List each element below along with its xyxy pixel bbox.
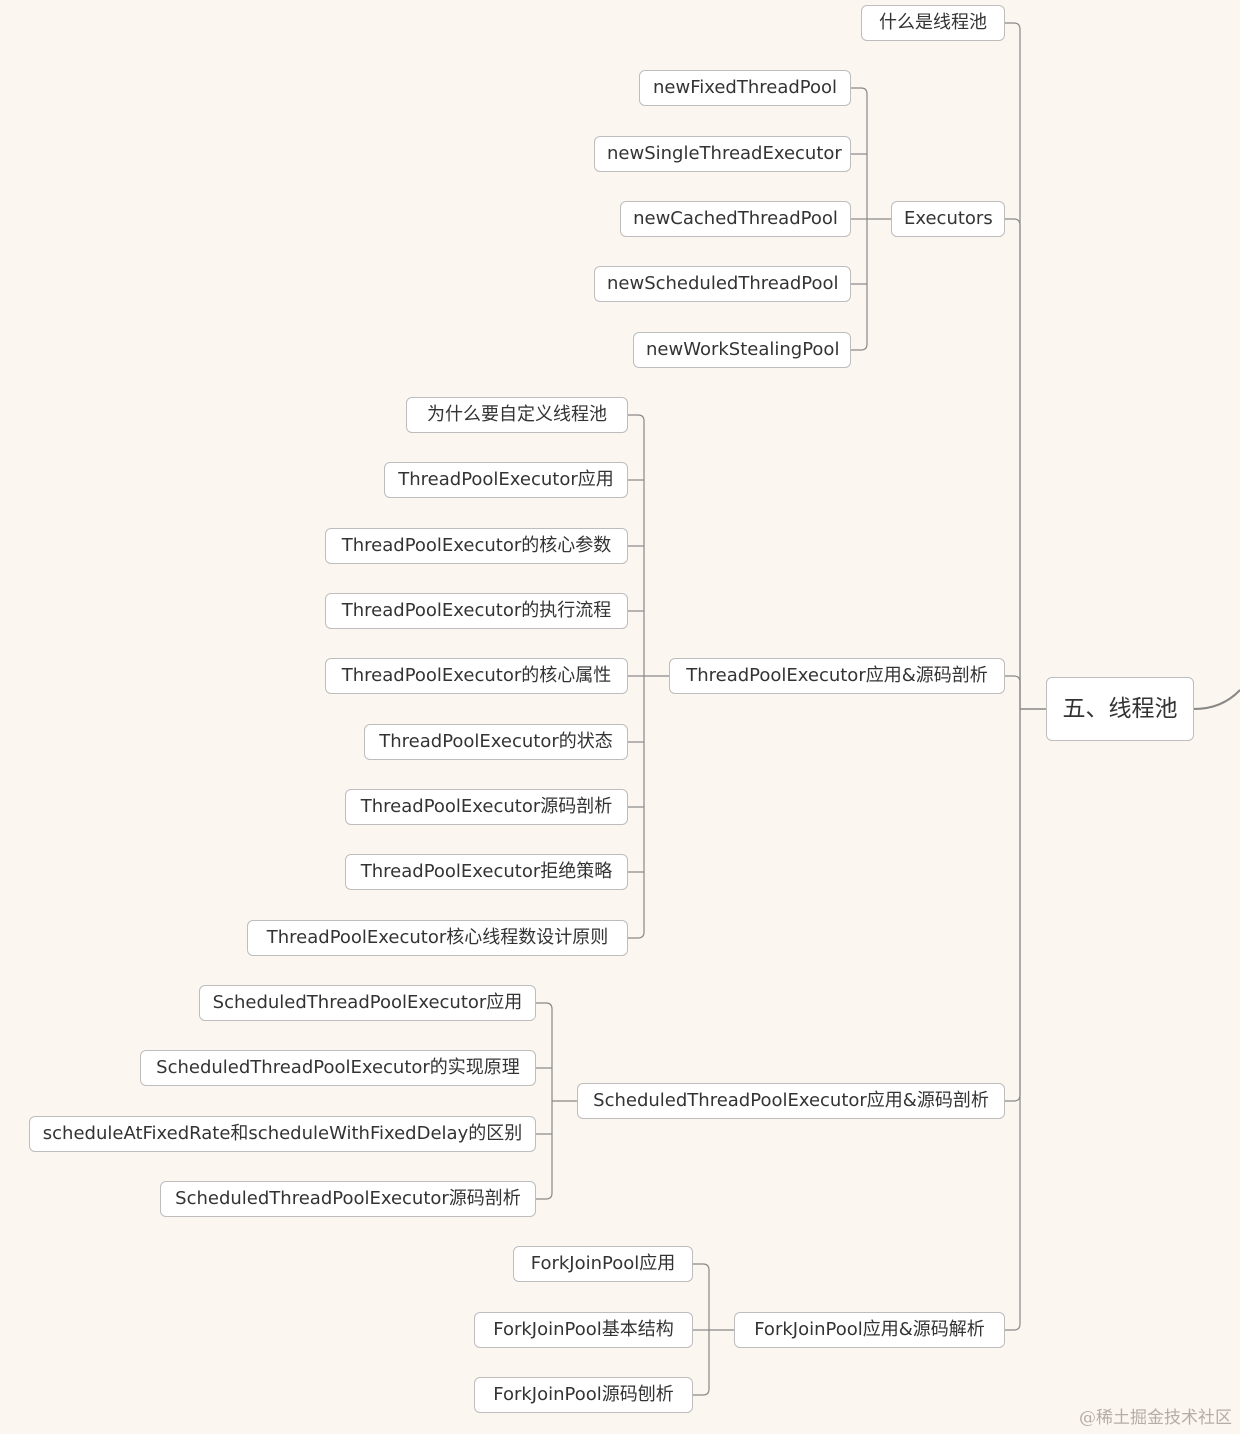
- leaf-fjp-basic-structure[interactable]: ForkJoinPool基本结构: [474, 1312, 693, 1348]
- root-node[interactable]: 五、线程池: [1046, 677, 1194, 741]
- leaf-new-fixed-thread-pool[interactable]: newFixedThreadPool: [639, 70, 851, 106]
- leaf-fjp-source-analysis[interactable]: ForkJoinPool源码刨析: [474, 1377, 693, 1413]
- branch-thread-pool-executor[interactable]: ThreadPoolExecutor应用&源码剖析: [669, 658, 1005, 694]
- tpe-child-0: [628, 414, 645, 676]
- leaf-fixed-rate-vs-fixed-delay[interactable]: scheduleAtFixedRate和scheduleWithFixedDel…: [29, 1116, 536, 1152]
- branch-what-is-thread-pool[interactable]: 什么是线程池: [861, 5, 1005, 41]
- tpe-child-8: [628, 676, 645, 939]
- leaf-fjp-usage[interactable]: ForkJoinPool应用: [513, 1246, 693, 1282]
- leaf-new-scheduled-thread-pool[interactable]: newScheduledThreadPool: [594, 266, 851, 302]
- leaf-stpe-usage[interactable]: ScheduledThreadPoolExecutor应用: [199, 985, 536, 1021]
- leaf-tpe-core-thread-design[interactable]: ThreadPoolExecutor核心线程数设计原则: [247, 920, 628, 956]
- branch-connector-0: [1005, 22, 1021, 709]
- leaf-tpe-core-params[interactable]: ThreadPoolExecutor的核心参数: [325, 528, 628, 564]
- executors-child-0: [851, 87, 868, 219]
- leaf-tpe-states[interactable]: ThreadPoolExecutor的状态: [364, 724, 628, 760]
- leaf-stpe-source-analysis[interactable]: ScheduledThreadPoolExecutor源码剖析: [160, 1181, 536, 1217]
- leaf-new-work-stealing-pool[interactable]: newWorkStealingPool: [633, 332, 851, 368]
- stpe-child-0: [536, 1002, 553, 1101]
- leaf-tpe-usage[interactable]: ThreadPoolExecutor应用: [384, 462, 628, 498]
- stpe-child-3: [536, 1101, 553, 1200]
- leaf-why-custom-thread-pool[interactable]: 为什么要自定义线程池: [406, 397, 628, 433]
- leaf-new-single-thread-executor[interactable]: newSingleThreadExecutor: [594, 136, 851, 172]
- branch-connector-3: [1005, 709, 1021, 1102]
- fjp-child-0: [693, 1263, 710, 1330]
- root-outgoing-connector: [1193, 689, 1240, 710]
- branch-fork-join-pool[interactable]: ForkJoinPool应用&源码解析: [734, 1312, 1005, 1348]
- branch-scheduled-thread-pool-executor[interactable]: ScheduledThreadPoolExecutor应用&源码剖析: [577, 1083, 1005, 1119]
- watermark: @稀土掘金技术社区: [1079, 1408, 1232, 1428]
- leaf-tpe-rejection-policy[interactable]: ThreadPoolExecutor拒绝策略: [345, 854, 628, 890]
- leaf-tpe-source-analysis[interactable]: ThreadPoolExecutor源码剖析: [345, 789, 628, 825]
- leaf-tpe-core-attributes[interactable]: ThreadPoolExecutor的核心属性: [325, 658, 628, 694]
- branch-connector-1: [1005, 218, 1021, 709]
- leaf-tpe-execution-flow[interactable]: ThreadPoolExecutor的执行流程: [325, 593, 628, 629]
- leaf-stpe-implementation[interactable]: ScheduledThreadPoolExecutor的实现原理: [140, 1050, 536, 1086]
- branch-connector-4: [1005, 709, 1021, 1331]
- fjp-child-2: [693, 1330, 710, 1396]
- branch-connector-2: [1005, 675, 1021, 709]
- leaf-new-cached-thread-pool[interactable]: newCachedThreadPool: [620, 201, 851, 237]
- executors-child-4: [851, 219, 868, 351]
- branch-executors[interactable]: Executors: [891, 201, 1005, 237]
